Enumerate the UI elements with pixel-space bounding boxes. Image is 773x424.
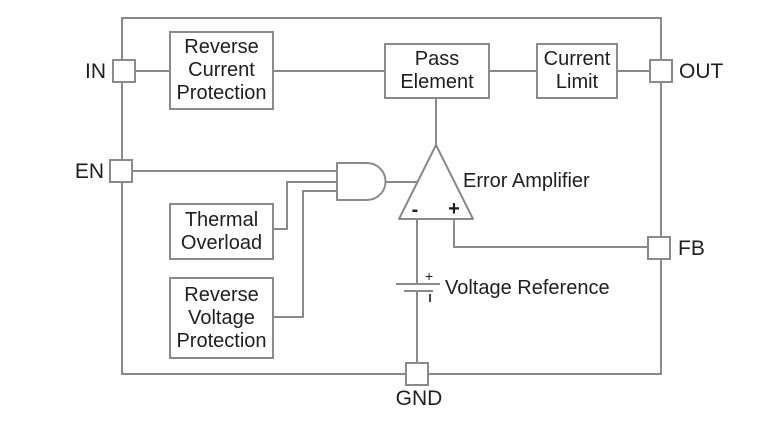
battery-short-plate bbox=[404, 290, 433, 292]
wire-error-amp-minus-to-reference bbox=[416, 219, 418, 284]
wire-thermal-overload-riser bbox=[286, 181, 288, 230]
pin-label-gnd: GND bbox=[395, 387, 443, 410]
wire-thermal-overload-out bbox=[273, 228, 288, 230]
pin-square-out bbox=[649, 59, 673, 83]
block-reverse-current-protection: Reverse Current Protection bbox=[169, 31, 274, 110]
wire-pass-element-to-current-limit bbox=[488, 70, 537, 72]
pin-square-en bbox=[109, 159, 133, 183]
block-current-limit: Current Limit bbox=[536, 43, 618, 99]
block-reverse-voltage-protection-label: Reverse Voltage Protection bbox=[176, 283, 267, 352]
block-reverse-voltage-protection: Reverse Voltage Protection bbox=[169, 277, 274, 359]
wire-reverse-voltage-to-and-gate bbox=[302, 190, 338, 192]
block-pass-element: Pass Element bbox=[384, 43, 490, 99]
pin-square-fb bbox=[647, 236, 671, 260]
chip-boundary bbox=[121, 17, 662, 375]
pin-square-gnd bbox=[405, 362, 429, 386]
wire-error-amp-plus-drop bbox=[453, 219, 455, 248]
wire-rcp-to-pass-element bbox=[273, 70, 384, 72]
pin-label-fb: FB bbox=[678, 237, 705, 260]
block-pass-element-label: Pass Element bbox=[400, 48, 474, 93]
pin-label-out: OUT bbox=[679, 60, 724, 83]
voltage-reference-label: Voltage Reference bbox=[445, 277, 610, 299]
wire-current-limit-to-out bbox=[616, 70, 650, 72]
wire-en-to-and-gate bbox=[132, 170, 338, 172]
pin-label-en: EN bbox=[74, 160, 104, 183]
wire-reverse-voltage-riser bbox=[302, 190, 304, 318]
battery-plus-sign: + bbox=[425, 268, 434, 284]
wire-thermal-to-and-gate bbox=[286, 181, 338, 183]
error-amp-minus-sign: - bbox=[411, 199, 419, 221]
wire-error-amp-plus-to-fb bbox=[453, 246, 649, 248]
block-current-limit-label: Current Limit bbox=[543, 48, 611, 93]
wire-and-gate-to-error-amp bbox=[385, 181, 418, 183]
wire-pass-element-to-error-amp bbox=[435, 99, 437, 146]
battery-minus-tick bbox=[429, 294, 431, 302]
wire-reverse-voltage-out bbox=[273, 316, 304, 318]
error-amplifier-label: Error Amplifier bbox=[463, 170, 590, 192]
wire-in-to-rcp bbox=[136, 70, 169, 72]
block-thermal-overload-label: Thermal Overload bbox=[180, 208, 263, 254]
pin-square-in bbox=[112, 59, 136, 83]
pin-label-in: IN bbox=[85, 60, 106, 83]
block-reverse-current-protection-label: Reverse Current Protection bbox=[176, 36, 267, 104]
error-amp-plus-sign: + bbox=[448, 198, 460, 220]
block-thermal-overload: Thermal Overload bbox=[169, 203, 274, 260]
wire-reference-to-gnd bbox=[416, 292, 418, 363]
battery-long-plate bbox=[396, 283, 440, 285]
